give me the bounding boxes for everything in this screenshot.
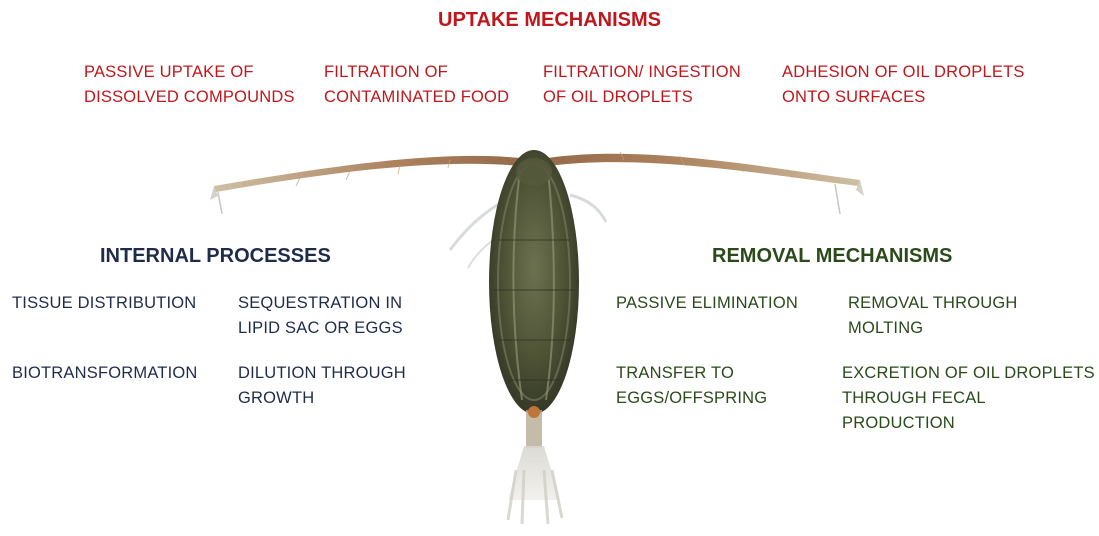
internal-item-biotransformation: BIOTRANSFORMATION (12, 361, 212, 386)
uptake-item-adhesion: ADHESION OF OIL DROPLETS ONTO SURFACES (782, 60, 1042, 110)
internal-item-sequestration: SEQUESTRATION IN LIPID SAC OR EGGS (238, 291, 438, 341)
uptake-item-filtration-droplets: FILTRATION/ INGESTION OF OIL DROPLETS (543, 60, 763, 110)
removal-item-passive-elimination: PASSIVE ELIMINATION (616, 291, 826, 316)
uptake-mechanisms-title: UPTAKE MECHANISMS (0, 8, 1099, 32)
uptake-item-filtration-food: FILTRATION OF CONTAMINATED FOOD (324, 60, 534, 110)
copepod-tail (508, 406, 562, 524)
internal-item-tissue-distribution: TISSUE DISTRIBUTION (12, 291, 212, 316)
left-antenna (210, 156, 520, 214)
uptake-item-passive-uptake: PASSIVE UPTAKE OF DISSOLVED COMPOUNDS (84, 60, 314, 110)
removal-item-molting: REMOVAL THROUGH MOLTING (848, 291, 1078, 341)
removal-mechanisms-title: REMOVAL MECHANISMS (712, 244, 952, 268)
removal-item-transfer-eggs: TRANSFER TO EGGS/OFFSPRING (616, 361, 826, 411)
copepod-body (489, 150, 579, 414)
right-antenna (548, 152, 864, 214)
removal-item-excretion: EXCRETION OF OIL DROPLETS THROUGH FECAL … (842, 361, 1099, 436)
internal-item-dilution: DILUTION THROUGH GROWTH (238, 361, 438, 411)
internal-processes-title: INTERNAL PROCESSES (100, 244, 331, 268)
